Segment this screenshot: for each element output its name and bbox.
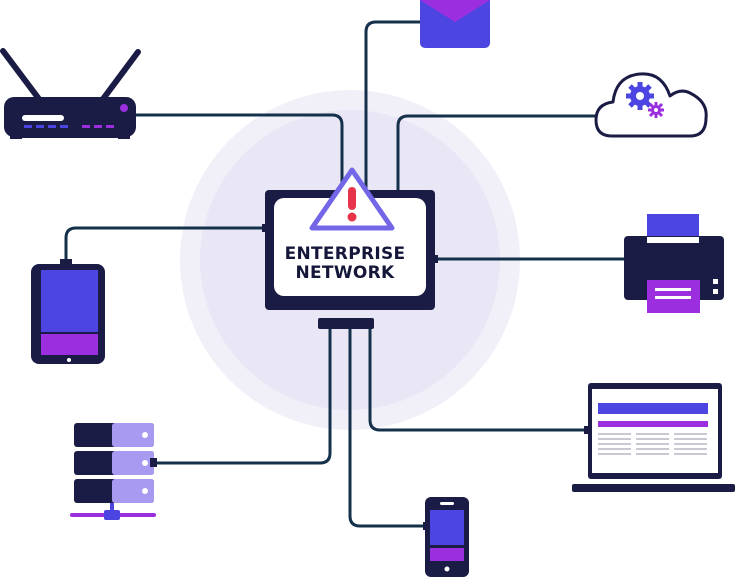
cloud-settings-icon [594, 72, 708, 138]
laptop-icon [572, 383, 735, 492]
hub-title-line1: ENTERPRISE [285, 244, 406, 264]
connection-lines [64, 20, 626, 528]
warning-triangle-icon [309, 167, 395, 231]
tablet-icon [31, 259, 105, 364]
link-server [154, 326, 332, 465]
gear-icon-small [648, 102, 664, 118]
link-phone [348, 326, 425, 528]
hub-port-left [262, 224, 269, 232]
link-router [134, 113, 344, 190]
link-laptop [368, 326, 586, 432]
enterprise-network-hub: ENTERPRISE NETWORK [262, 167, 438, 329]
hub-port-right [431, 255, 438, 263]
wifi-router-icon [0, 48, 141, 139]
link-cloud [396, 114, 598, 190]
hub-connector-bar [318, 318, 374, 329]
server-rack-icon [70, 423, 157, 520]
smartphone-icon [423, 497, 469, 577]
envelope-icon [420, 0, 490, 48]
hub-title-line2: NETWORK [295, 263, 395, 283]
link-email [364, 20, 420, 190]
gear-icon-large [626, 82, 654, 110]
laptop-text-lines [598, 433, 707, 455]
link-tablet [64, 226, 268, 262]
printer-icon [624, 214, 724, 313]
